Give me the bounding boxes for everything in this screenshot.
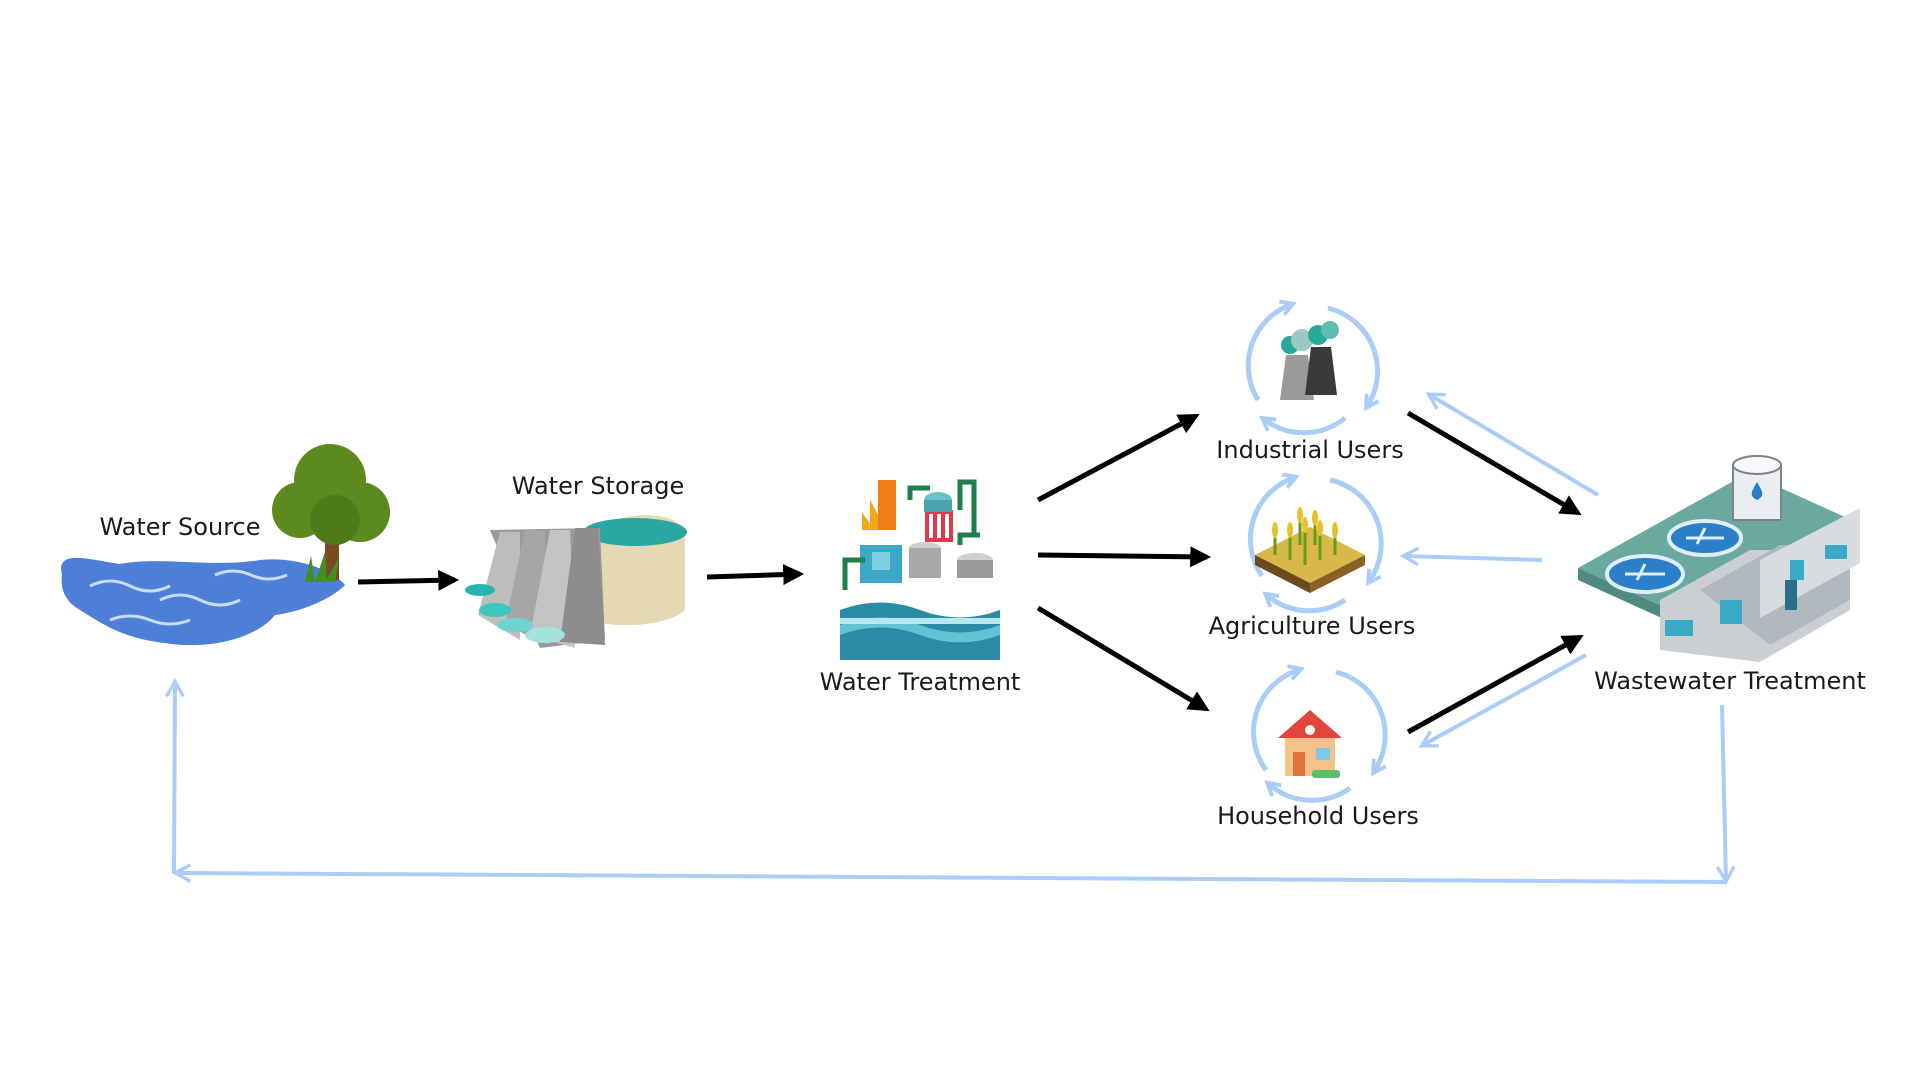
flow-arrow bbox=[357, 569, 460, 591]
treatment-plant-icon bbox=[840, 479, 1000, 660]
flow-arrow bbox=[1406, 634, 1584, 735]
dam-icon bbox=[465, 515, 687, 648]
flow-arrow bbox=[1036, 605, 1210, 712]
industrial-users-label: Industrial Users bbox=[1216, 436, 1403, 464]
return-arrow bbox=[1430, 395, 1600, 497]
flow-arrow bbox=[1036, 413, 1200, 503]
lake-with-tree-icon bbox=[61, 444, 390, 646]
water-source-label: Water Source bbox=[99, 513, 260, 541]
factory-chimneys-icon bbox=[1280, 321, 1339, 400]
agriculture-users-label: Agriculture Users bbox=[1209, 612, 1416, 640]
return-arrow bbox=[177, 873, 1727, 884]
household-users-label: Household Users bbox=[1217, 802, 1419, 830]
recycle-arrows-icon bbox=[1247, 478, 1384, 614]
return-arrow bbox=[1423, 653, 1587, 745]
return-arrow bbox=[174, 683, 175, 874]
flow-arrow bbox=[1406, 410, 1582, 516]
flow-arrow bbox=[1037, 546, 1212, 568]
wastewater-plant-icon bbox=[1578, 455, 1860, 662]
return-arrow bbox=[1722, 704, 1726, 880]
wastewater-treatment-label: Wastewater Treatment bbox=[1594, 667, 1866, 695]
recycle-arrows-icon bbox=[1251, 670, 1388, 803]
recycle-arrows-icon bbox=[1245, 305, 1380, 436]
water-storage-label: Water Storage bbox=[512, 472, 684, 500]
crop-field-icon bbox=[1255, 507, 1365, 593]
water-treatment-label: Water Treatment bbox=[820, 668, 1021, 696]
return-arrow bbox=[1405, 556, 1543, 560]
house-icon bbox=[1278, 710, 1342, 778]
flow-arrow bbox=[706, 564, 805, 586]
